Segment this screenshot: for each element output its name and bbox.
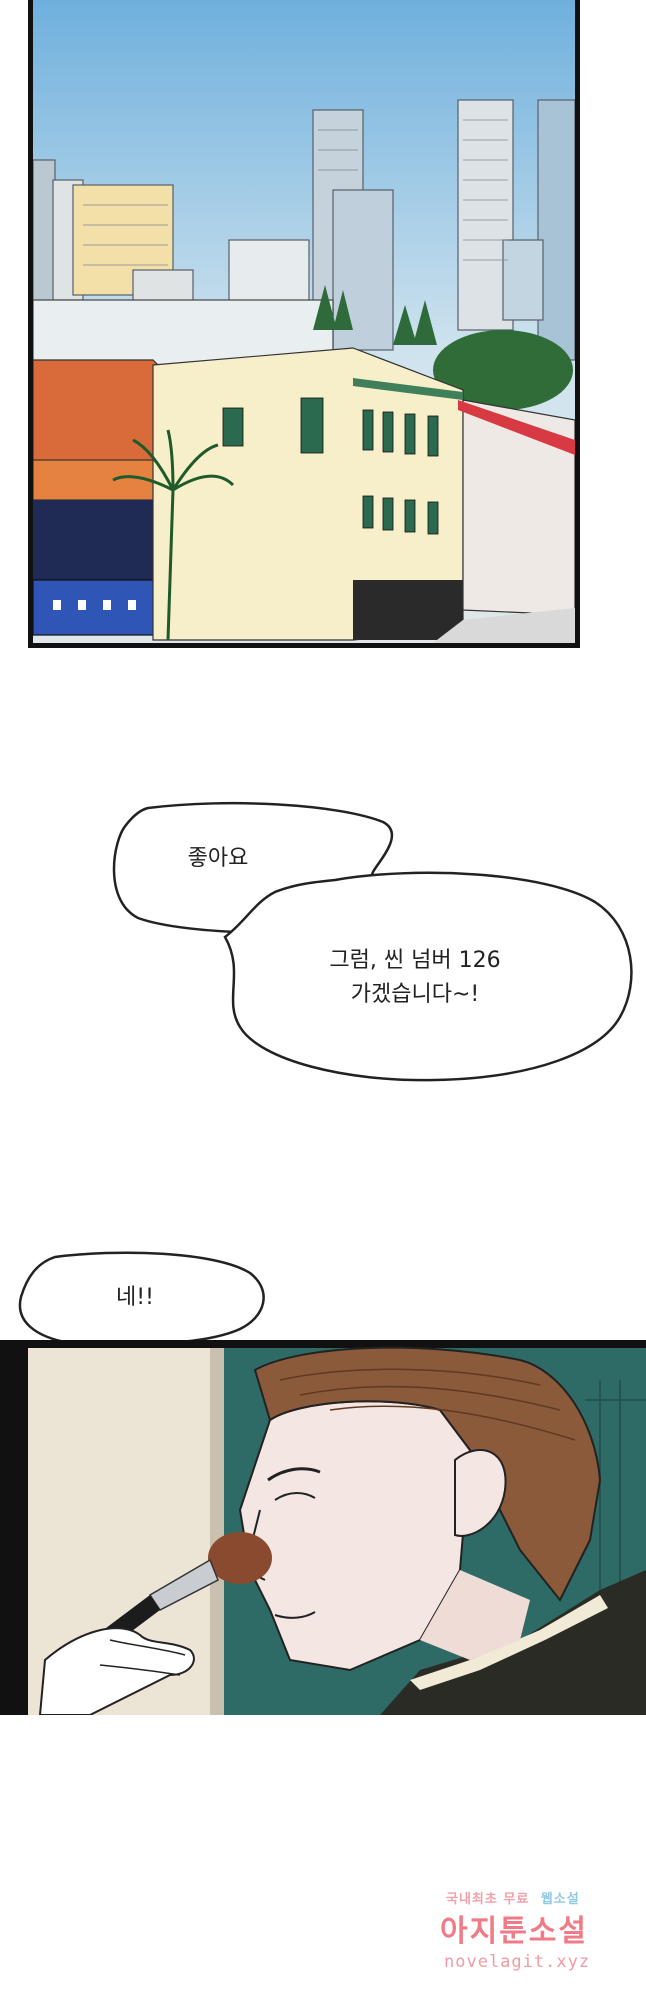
bubble-first-text: 좋아요 — [187, 846, 249, 871]
watermark-line1-left: 국내최초 무료 — [446, 1892, 530, 1907]
skyline — [33, 99, 575, 361]
watermark: 국내최초 무료 웹소설 아지툰소설 novelagit.xyz — [440, 1880, 640, 1990]
speech-bubble-third: 네!! — [15, 1245, 265, 1360]
bubble-second-text: 그럼, 씬 넘버 126 가겠습니다~! — [329, 948, 501, 1007]
makeup-panel — [0, 1340, 646, 1715]
watermark-line3: novelagit.xyz — [444, 1952, 591, 1972]
speech-bubble-second: 그럼, 씬 넘버 126 가겠습니다~! — [215, 862, 635, 1092]
watermark-line2: 아지툰소설 — [440, 1914, 588, 1949]
city-panel — [28, 0, 580, 648]
bubble-third-text: 네!! — [116, 1285, 154, 1310]
watermark-line1-right: 웹소설 — [540, 1892, 580, 1907]
